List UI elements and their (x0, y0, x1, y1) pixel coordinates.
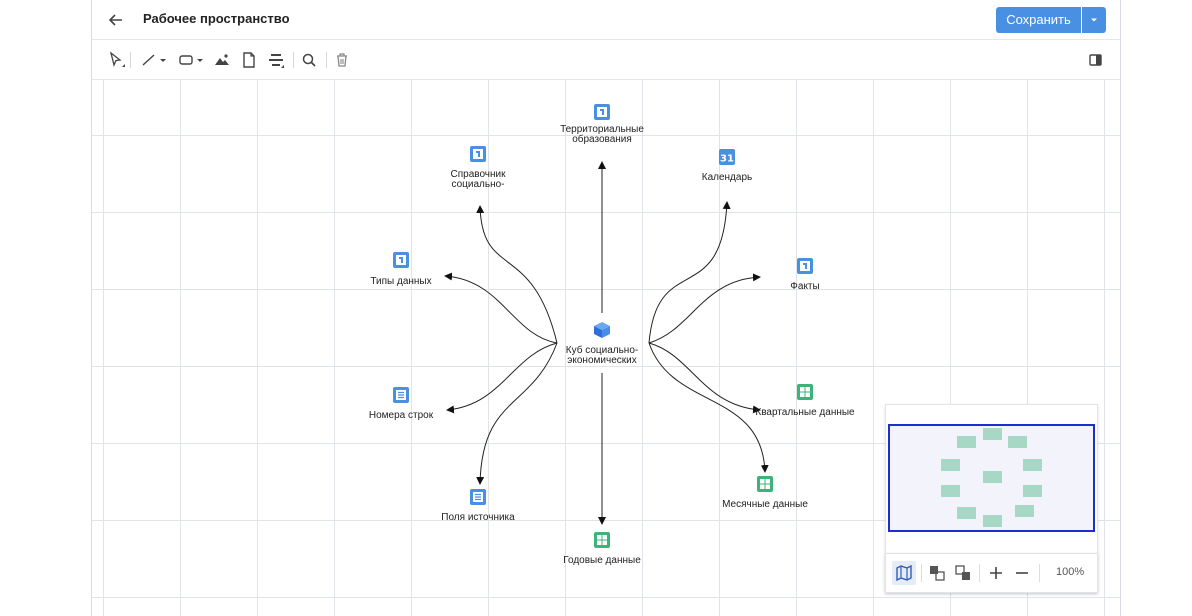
align-tool-icon[interactable] (267, 51, 285, 69)
node-facts[interactable]: Факты (750, 257, 860, 292)
line-tool-icon[interactable] (140, 51, 158, 69)
node-monthly[interactable]: Месячные данные (710, 475, 820, 510)
node-label: Поля источника (441, 512, 515, 523)
minimap-controls: 100% (885, 553, 1098, 593)
cube-icon (594, 322, 610, 338)
calendar-icon: 31 (719, 149, 735, 165)
send-backward-icon[interactable] (953, 563, 973, 583)
map-toggle-active-bg (892, 561, 916, 585)
node-social-ref[interactable]: Справочник социально- (423, 145, 533, 190)
map-icon[interactable] (894, 563, 914, 583)
minimap-node (983, 428, 1002, 440)
minimap-node (1015, 505, 1034, 517)
save-button[interactable]: Сохранить (996, 7, 1081, 33)
toolbar (92, 40, 1120, 80)
node-label: Годовые данные (563, 555, 641, 566)
node-cube[interactable]: Куб социально-экономических (547, 320, 657, 366)
table-icon (797, 384, 813, 400)
edge-quarterly (648, 342, 761, 414)
select-tool-icon[interactable] (108, 51, 126, 69)
edge-monthly (648, 342, 769, 473)
save-dropdown-button[interactable] (1082, 7, 1106, 33)
node-label: Календарь (701, 172, 753, 183)
node-label: Справочник социально- (450, 169, 506, 190)
node-calendar[interactable]: 31 Календарь (672, 148, 782, 183)
save-button-group: Сохранить (996, 7, 1106, 33)
minimap-node (941, 485, 960, 497)
trash-icon[interactable] (333, 51, 351, 69)
node-data-types[interactable]: Типы данных (346, 251, 456, 287)
image-tool-icon[interactable] (213, 51, 231, 69)
node-label: Куб социально-экономических (565, 345, 639, 366)
node-row-numbers[interactable]: Номера строк (346, 386, 456, 421)
edge-row-numbers (446, 342, 558, 414)
panel-toggle-icon[interactable] (1087, 51, 1105, 69)
minimap-node (941, 459, 960, 471)
header-bar: Рабочее пространство Сохранить (92, 0, 1120, 40)
chevron-down-icon (1091, 18, 1097, 22)
edge-source-fields (476, 342, 558, 485)
document-tool-icon[interactable] (240, 51, 258, 69)
edge-calendar (648, 201, 731, 344)
minimap-node (1023, 459, 1042, 471)
dimension-icon (393, 252, 409, 268)
diagram-edges (444, 161, 769, 525)
node-territorial[interactable]: Территориальные образования (547, 103, 657, 145)
edge-social-ref (476, 205, 558, 344)
page-title: Рабочее пространство (143, 11, 290, 26)
minimap-node (957, 507, 976, 519)
node-source-fields[interactable]: Поля источника (423, 488, 533, 523)
node-label: Месячные данные (722, 499, 808, 510)
zoom-out-icon[interactable] (1012, 563, 1032, 583)
node-label: Факты (790, 281, 820, 292)
workspace-window: Рабочее пространство Сохранить (91, 0, 1121, 616)
minimap-node (957, 436, 976, 448)
back-arrow-icon[interactable] (106, 10, 126, 30)
line-tool-dropdown-icon[interactable] (158, 51, 168, 69)
zoom-level: 100% (1056, 566, 1085, 578)
rectangle-tool-icon[interactable] (177, 51, 195, 69)
edge-facts (648, 273, 761, 344)
table-icon (594, 532, 610, 548)
node-label: Номера строк (368, 410, 434, 421)
node-label: Территориальные образования (560, 124, 644, 145)
dimension-icon (797, 258, 813, 274)
search-icon[interactable] (300, 51, 318, 69)
minimap-node (983, 515, 1002, 527)
list-icon (470, 489, 486, 505)
minimap-node (983, 471, 1002, 483)
rectangle-tool-dropdown-icon[interactable] (195, 51, 205, 69)
zoom-in-icon[interactable] (986, 563, 1006, 583)
node-label: Квартальные данные (755, 407, 855, 418)
node-quarterly[interactable]: Квартальные данные (750, 383, 860, 418)
svg-text:31: 31 (720, 154, 734, 165)
list-icon (393, 387, 409, 403)
bring-forward-icon[interactable] (927, 563, 947, 583)
edge-data-types (444, 272, 558, 344)
node-label: Типы данных (370, 276, 432, 287)
diagram-canvas[interactable]: Куб социально-экономических Территориаль… (92, 80, 1120, 616)
dimension-icon (470, 146, 486, 162)
dimension-icon (594, 104, 610, 120)
minimap-viewport[interactable] (888, 424, 1095, 532)
minimap-node (1008, 436, 1027, 448)
node-yearly[interactable]: Годовые данные (547, 531, 657, 566)
table-icon (757, 476, 773, 492)
minimap-node (1023, 485, 1042, 497)
